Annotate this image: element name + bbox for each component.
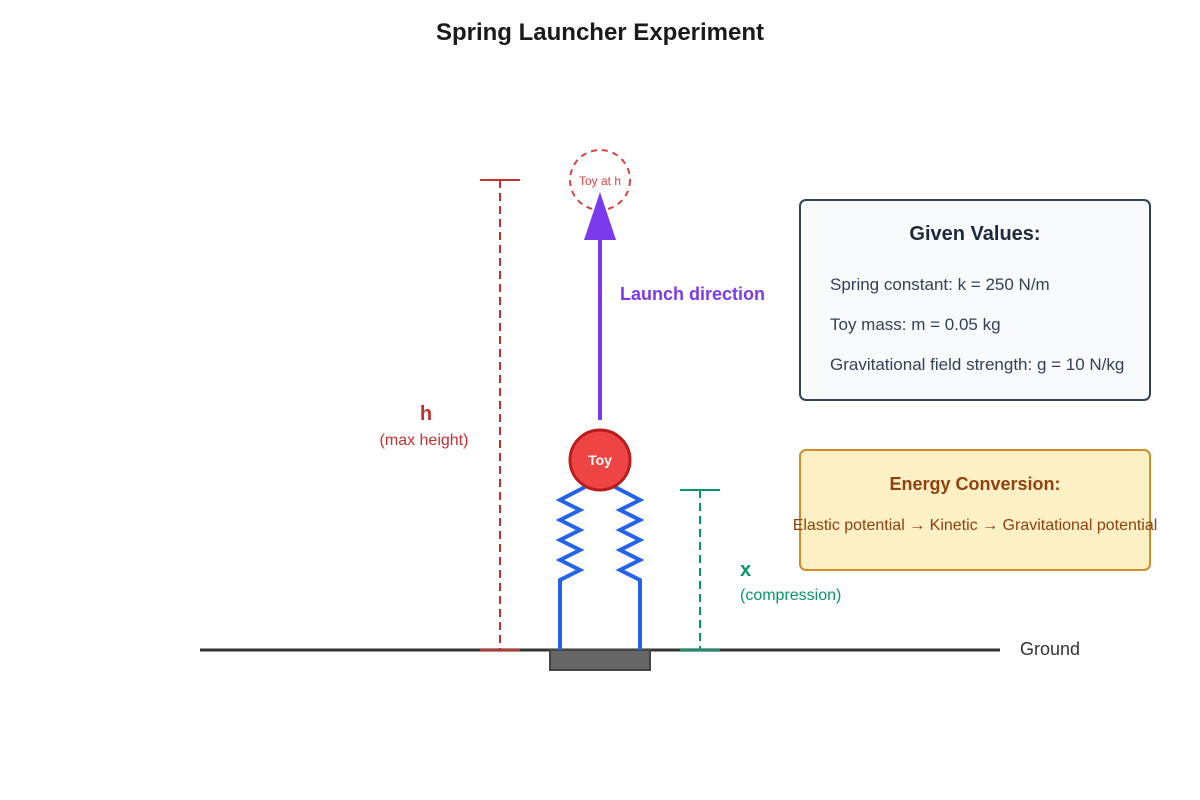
energy-conversion-panel: Energy Conversion: Elastic potential → K… bbox=[793, 449, 1158, 571]
toy-mass-text: Toy mass: m = 0.05 kg bbox=[830, 315, 1001, 334]
launcher-base bbox=[549, 649, 651, 671]
toy-label: Toy bbox=[588, 452, 612, 468]
launch-direction-label: Launch direction bbox=[620, 284, 765, 304]
given-values-panel: Given Values: Spring constant: k = 250 N… bbox=[799, 199, 1151, 401]
ground-label: Ground bbox=[1020, 639, 1080, 659]
gravitational-field-text: Gravitational field strength: g = 10 N/k… bbox=[830, 355, 1124, 374]
toy-at-height-label: Toy at h bbox=[579, 174, 621, 188]
toy-circle bbox=[568, 428, 632, 492]
spring-constant-text: Spring constant: k = 250 N/m bbox=[830, 275, 1050, 294]
launch-arrow bbox=[584, 192, 616, 420]
compression-symbol: x bbox=[740, 559, 751, 581]
height-description: (max height) bbox=[380, 432, 469, 449]
spring-left bbox=[555, 485, 586, 650]
energy-conversion-chain: Elastic potential → Kinetic → Gravitatio… bbox=[793, 517, 1158, 534]
energy-conversion-heading: Energy Conversion: bbox=[889, 474, 1060, 494]
height-marker bbox=[480, 179, 520, 651]
given-values-heading: Given Values: bbox=[909, 223, 1040, 245]
compression-description: (compression) bbox=[740, 587, 841, 604]
compression-marker bbox=[680, 489, 720, 651]
spring-right bbox=[614, 485, 645, 650]
height-symbol: h bbox=[420, 403, 432, 425]
diagram-title: Spring Launcher Experiment bbox=[436, 19, 764, 46]
